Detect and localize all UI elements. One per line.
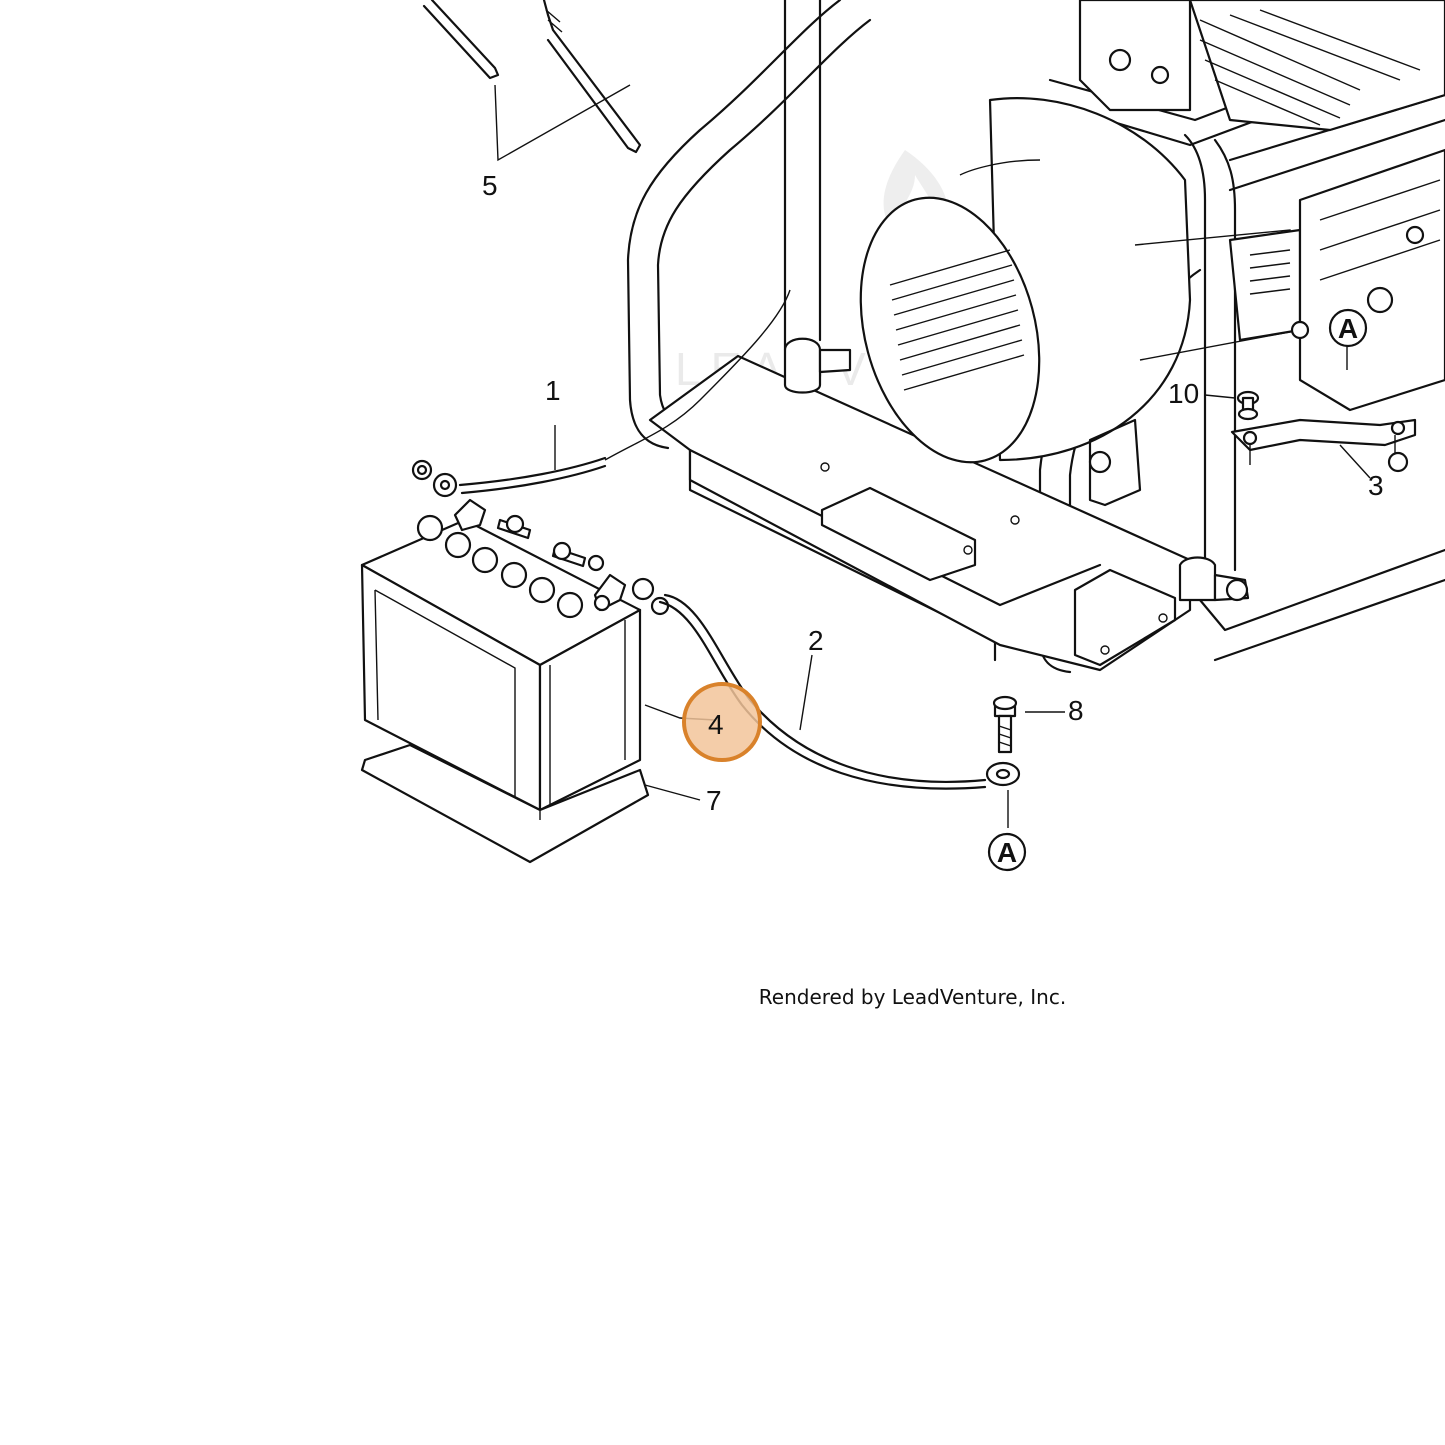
- part-3-strap: [1230, 418, 1417, 473]
- callout-8[interactable]: 8: [1068, 695, 1084, 726]
- callout-1[interactable]: 1: [545, 375, 561, 406]
- callout-10[interactable]: 10: [1168, 378, 1199, 409]
- part-7-rods: [422, 0, 642, 154]
- reference-label-a-right: A: [1338, 313, 1358, 344]
- part-4-battery: [360, 498, 642, 812]
- reference-marker-a-bottom: A: [987, 832, 1027, 872]
- part-1-cable: [411, 289, 791, 498]
- reference-marker-a-right: A: [1328, 308, 1368, 348]
- battery-caps: [416, 514, 584, 619]
- callout-3[interactable]: 3: [1368, 470, 1384, 501]
- part-5-tray: [360, 743, 650, 864]
- callout-2[interactable]: 2: [808, 625, 824, 656]
- engine: [1078, 0, 1445, 412]
- leader-lines: [494, 84, 1371, 828]
- callout-7[interactable]: 5: [482, 170, 498, 201]
- part-10-bolt: [1236, 390, 1260, 421]
- callouts: 5 1 2 4 7 8 10 3: [482, 170, 1384, 816]
- reference-label-a-bottom: A: [997, 837, 1017, 868]
- part-8-bolt: [992, 695, 1018, 754]
- callout-5[interactable]: 7: [706, 785, 722, 816]
- alternator: [859, 97, 1302, 507]
- base-plate: [648, 354, 1192, 672]
- callout-4-highlight[interactable]: [682, 682, 762, 762]
- rendered-by-credit: Rendered by LeadVenture, Inc.: [758, 985, 1067, 1009]
- callout-4[interactable]: 4: [708, 709, 724, 740]
- tube-clamps: [783, 337, 1250, 602]
